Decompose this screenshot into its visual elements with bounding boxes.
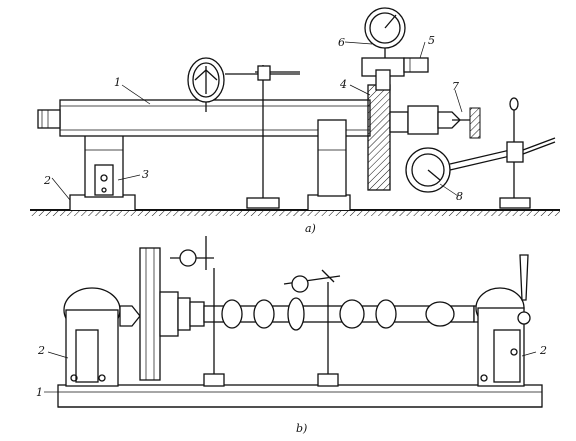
stand-b-mid xyxy=(283,269,341,387)
dial-indicator-8 xyxy=(405,147,511,193)
dial-indicator-a-left xyxy=(187,57,225,112)
label-a-8: 8 xyxy=(456,190,463,203)
headstock-right xyxy=(475,254,531,387)
stand-b-left xyxy=(170,236,225,387)
headstock-left xyxy=(63,287,141,387)
stand-middle xyxy=(225,65,300,209)
dial-indicator-6 xyxy=(364,7,406,58)
figure-a: 2 1 3 4 5 6 7 8 a) xyxy=(30,7,560,235)
label-a-5: 5 xyxy=(428,34,435,47)
bench-right xyxy=(307,119,351,210)
leaders-b xyxy=(44,351,537,393)
camshaft xyxy=(203,297,494,331)
ground-a xyxy=(30,209,560,216)
stand-right xyxy=(499,97,556,209)
caption-b: b) xyxy=(296,422,307,435)
label-b-2-right: 2 xyxy=(539,344,547,357)
label-a-4: 4 xyxy=(339,78,347,91)
caption-a: a) xyxy=(305,222,316,235)
label-a-7: 7 xyxy=(452,80,459,93)
fixture-4 xyxy=(361,57,461,191)
label-b-2-left: 2 xyxy=(37,344,45,357)
disk xyxy=(139,247,205,381)
label-a-2: 2 xyxy=(43,174,51,187)
figure-b: 2 1 2 b) xyxy=(36,236,547,435)
leaders-a xyxy=(51,41,463,201)
label-b-1: 1 xyxy=(36,386,43,399)
label-a-6: 6 xyxy=(338,36,345,49)
bench-left xyxy=(69,134,136,210)
label-a-1: 1 xyxy=(114,76,121,89)
clamp-5 xyxy=(403,57,429,73)
label-a-3: 3 xyxy=(142,168,149,181)
bed xyxy=(57,384,543,408)
stop-7 xyxy=(452,107,481,139)
